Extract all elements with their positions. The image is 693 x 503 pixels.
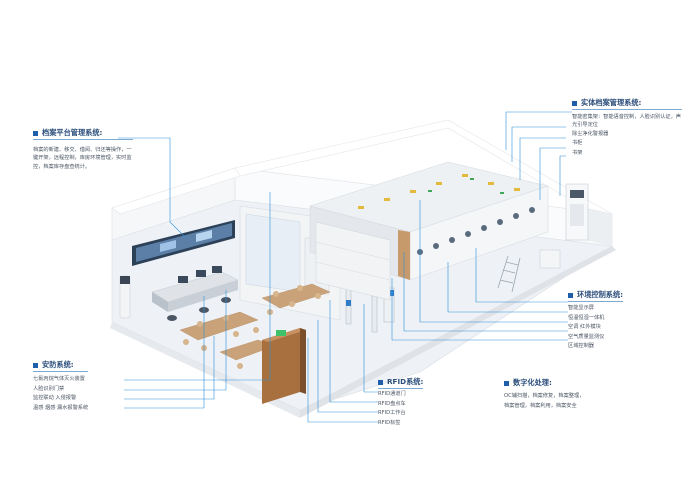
environment-control-title: 环境控制系统: bbox=[568, 290, 623, 302]
right-wall bbox=[585, 208, 612, 246]
environment-control-block: 环境控制系统: 智能显示屏 恒温恒湿一体机 空调 红外模块 空气质量监测仪 区域… bbox=[568, 290, 623, 352]
front-wall-right bbox=[300, 246, 616, 418]
physical-item: 书架 bbox=[572, 150, 583, 156]
front-wall-left bbox=[110, 322, 300, 418]
bullet-square-icon bbox=[378, 379, 383, 385]
security-title: 安防系统: bbox=[33, 360, 89, 372]
rfid-item: RFID标签 bbox=[378, 419, 401, 426]
digital-title-text: 数字化处理: bbox=[513, 378, 552, 387]
rfid-title-text: RFID系统: bbox=[387, 377, 424, 386]
environment-item: 空气质量监测仪 bbox=[568, 333, 605, 340]
wooden-cabinet bbox=[262, 328, 300, 404]
environment-item: 区域控制器 bbox=[568, 343, 594, 350]
environment-item: 空调 红外模块 bbox=[568, 324, 601, 331]
environment-control-title-text: 环境控制系统: bbox=[577, 290, 623, 299]
physical-management-block: 实体档案管理系统: 智能密集架：智能语音控制，人脸识别认证，声光引导定位 除尘净… bbox=[572, 98, 682, 159]
archive-platform-text: 档案的新建、移交、借阅、归还等操作，一键开架，远程控制，库房环境管理，实时监控，… bbox=[33, 147, 132, 170]
cabinet-screen bbox=[276, 330, 286, 336]
cabinet-unit bbox=[539, 249, 561, 269]
security-title-text: 安防系统: bbox=[42, 360, 74, 369]
rfid-item: RFID工作台 bbox=[378, 410, 406, 417]
physical-management-title-text: 实体档案管理系统: bbox=[581, 98, 642, 107]
digital-item: OC辅扫描，档案修复，档案整理， bbox=[504, 393, 585, 399]
reading-table bbox=[179, 311, 259, 341]
rfid-block: RFID系统: RFID通道门 RFID盘点车 RFID工作台 RFID标签 bbox=[378, 377, 424, 428]
monitor bbox=[178, 276, 188, 283]
monitor bbox=[196, 270, 206, 277]
physical-management-title: 实体档案管理系统: bbox=[572, 98, 682, 110]
environment-item: 恒温恒湿一体机 bbox=[568, 314, 605, 321]
bullet-square-icon bbox=[572, 100, 577, 106]
monitor bbox=[212, 266, 222, 273]
archive-platform-block: 档案平台管理系统: 档案的新建、移交、借阅、归还等操作，一键开架，远程控制，库房… bbox=[33, 128, 133, 171]
digital-item: 档案管理，档案利用，档案安全 bbox=[504, 402, 577, 409]
physical-item: 书柜 bbox=[572, 140, 583, 147]
environment-item: 智能显示屏 bbox=[568, 305, 594, 311]
leader-lines bbox=[118, 111, 572, 423]
security-item: 人脸识别门禁 bbox=[33, 385, 65, 392]
physical-item: 除尘净化警报器 bbox=[572, 130, 609, 137]
rfid-title: RFID系统: bbox=[378, 377, 424, 389]
physical-item: 智能密集架：智能语音控制，人脸识别认证，声光引导定位 bbox=[572, 114, 681, 129]
reading-table bbox=[261, 283, 331, 309]
library-ladder bbox=[497, 255, 521, 293]
rfid-item: RFID通道门 bbox=[378, 391, 406, 397]
office-chair bbox=[167, 315, 177, 321]
digital-title: 数字化处理: bbox=[504, 378, 584, 388]
digital-block: 数字化处理: OC辅扫描，档案修复，档案整理， 档案管理，档案利用，档案安全 bbox=[504, 378, 584, 411]
archive-platform-title: 档案平台管理系统: bbox=[33, 128, 133, 140]
security-item: 七氟丙烷气体灭火装置 bbox=[33, 376, 85, 382]
bullet-square-icon bbox=[33, 362, 38, 368]
partition-glass bbox=[245, 213, 301, 293]
rfid-item: RFID盘点车 bbox=[378, 400, 406, 407]
bullet-square-icon bbox=[568, 292, 573, 298]
archive-platform-title-text: 档案平台管理系统: bbox=[42, 128, 103, 137]
bullet-square-icon bbox=[33, 130, 38, 136]
rfid-gate bbox=[371, 295, 378, 333]
security-block: 安防系统: 七氟丙烷气体灭火装置 人脸识别门禁 监控联动 入侵报警 温感 烟感 … bbox=[33, 360, 89, 413]
security-item: 监控联动 入侵报警 bbox=[33, 395, 77, 402]
wall-rim-left bbox=[111, 167, 241, 215]
bullet-square-icon bbox=[504, 380, 509, 386]
security-item: 温感 烟感 漏水报警系统 bbox=[33, 404, 89, 411]
